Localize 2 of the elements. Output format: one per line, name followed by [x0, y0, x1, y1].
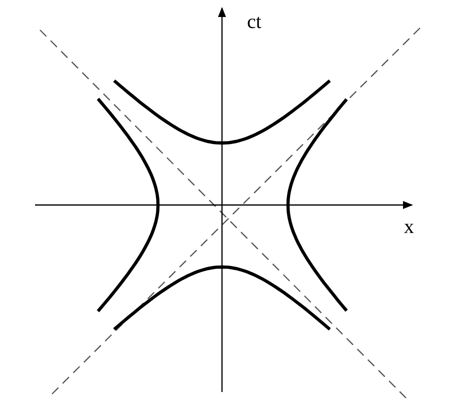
axis-label: ct	[247, 12, 262, 32]
axis-label: x	[404, 217, 414, 237]
